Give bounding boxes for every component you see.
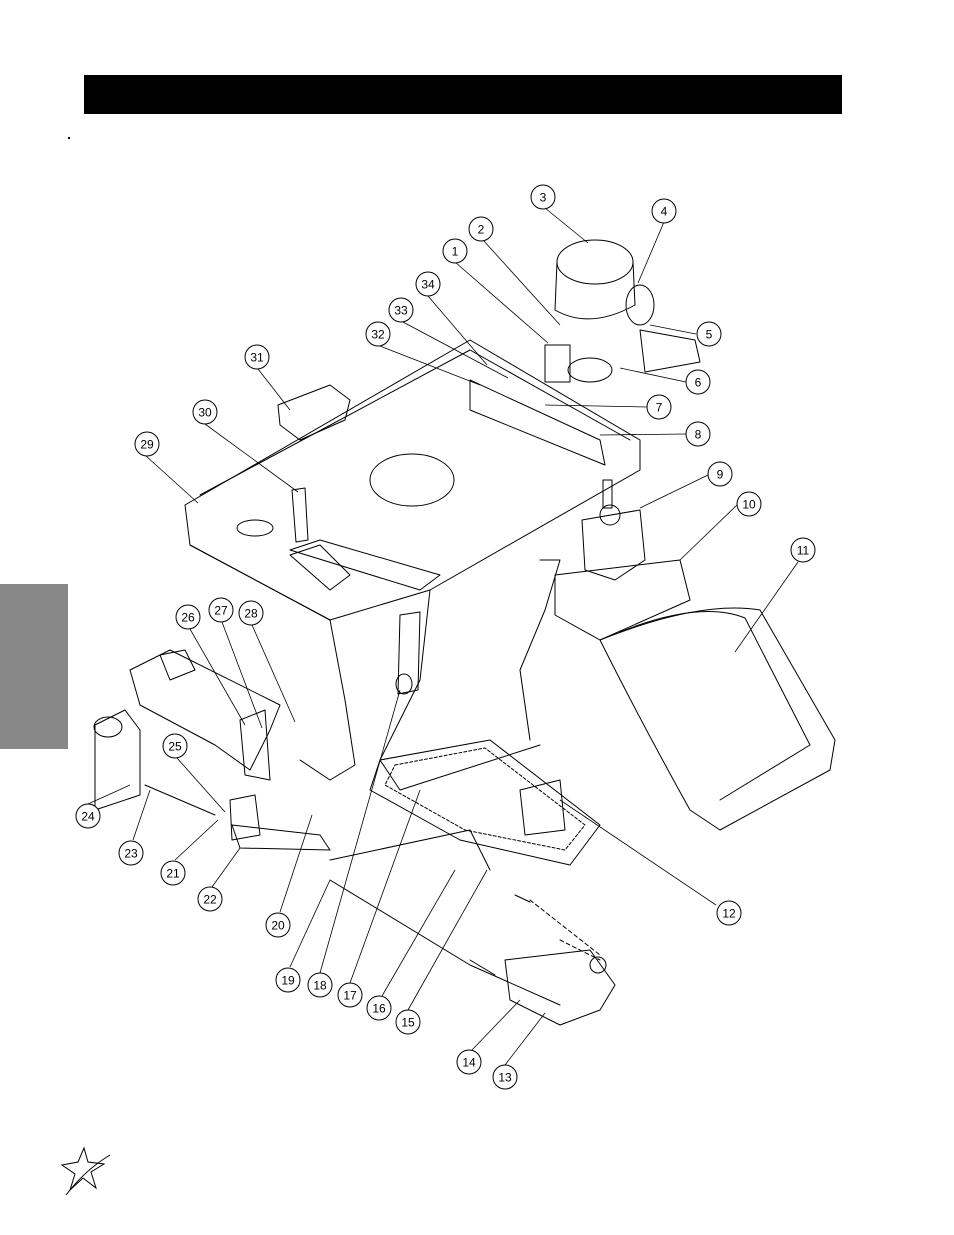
- callout-25-label: 25: [168, 740, 182, 754]
- callout-12: 12: [716, 900, 742, 926]
- lever: [289, 487, 351, 591]
- callout-32: 32: [365, 321, 391, 347]
- callout-31-label: 31: [250, 351, 264, 365]
- control-assembly-top: [544, 239, 701, 383]
- callout-34-label: 34: [421, 278, 435, 292]
- callout-9: 9: [707, 461, 733, 487]
- bracket: [277, 384, 351, 441]
- callout-8: 8: [685, 421, 711, 447]
- callout-14-label: 14: [462, 1056, 476, 1070]
- callout-27-label: 27: [214, 604, 228, 618]
- callout-2-label: 2: [478, 223, 485, 237]
- callout-19: 19: [275, 967, 301, 993]
- callout-11: 11: [790, 537, 816, 563]
- callout-31: 31: [244, 344, 270, 370]
- left-linkage: [93, 649, 331, 851]
- callout-15: 15: [395, 1009, 421, 1035]
- callout-28-label: 28: [244, 607, 258, 621]
- callout-15-label: 15: [401, 1016, 415, 1030]
- callout-7-label: 7: [656, 401, 663, 415]
- star-swoosh-logo-icon: [60, 1146, 111, 1196]
- corner-tick-mark: [68, 137, 70, 139]
- callout-7: 7: [646, 394, 672, 420]
- callout-24: 24: [75, 803, 101, 829]
- callout-23: 23: [118, 840, 144, 866]
- latch: [395, 611, 421, 695]
- callout-1: 1: [442, 238, 468, 264]
- header-bar: [84, 75, 842, 114]
- callout-24-label: 24: [81, 810, 95, 824]
- callout-16: 16: [366, 995, 392, 1021]
- callout-19-label: 19: [281, 974, 295, 988]
- body-deck: [184, 339, 641, 791]
- callout-17-label: 17: [343, 989, 357, 1003]
- callout-20-label: 20: [271, 919, 285, 933]
- gearbox: [581, 479, 646, 581]
- callout-21: 21: [160, 860, 186, 886]
- callout-1-label: 1: [452, 245, 459, 259]
- bolt: [519, 779, 566, 836]
- callout-11-label: 11: [797, 544, 810, 558]
- callout-30-label: 30: [198, 406, 212, 420]
- section-side-tab: [0, 584, 68, 749]
- callout-5: 5: [696, 321, 722, 347]
- callout-18: 18: [307, 972, 333, 998]
- callout-16-label: 16: [372, 1002, 386, 1016]
- callout-33-label: 33: [394, 304, 408, 318]
- callout-23-label: 23: [124, 847, 138, 861]
- callout-34: 34: [415, 271, 441, 297]
- callout-3: 3: [530, 184, 556, 210]
- callout-33: 33: [388, 297, 414, 323]
- callout-13-label: 13: [498, 1071, 512, 1085]
- callout-18-label: 18: [313, 979, 327, 993]
- callout-17: 17: [337, 982, 363, 1008]
- callout-20: 20: [265, 912, 291, 938]
- callout-13: 13: [492, 1064, 518, 1090]
- callout-29: 29: [134, 431, 160, 457]
- floor-pan: [369, 739, 601, 866]
- callout-5-label: 5: [706, 328, 713, 342]
- callout-6-label: 6: [695, 376, 702, 390]
- callout-2: 2: [468, 216, 494, 242]
- callout-25: 25: [162, 733, 188, 759]
- leader-lines: [87, 207, 799, 1066]
- lower-linkage: [504, 899, 616, 1026]
- callout-29-label: 29: [140, 438, 154, 452]
- callout-14: 14: [456, 1049, 482, 1075]
- callout-26: 26: [175, 604, 201, 630]
- callout-4-label: 4: [661, 205, 668, 219]
- callout-30: 30: [192, 399, 218, 425]
- callout-group: 1 2 3 4 5 6 7 8 9 10 11 12 13 14 15 16 1…: [75, 184, 816, 1090]
- callout-12-label: 12: [722, 907, 736, 921]
- callout-27: 27: [208, 597, 234, 623]
- callout-3-label: 3: [540, 191, 547, 205]
- callout-21-label: 21: [166, 867, 180, 881]
- callout-6: 6: [685, 369, 711, 395]
- callout-10-label: 10: [742, 498, 756, 512]
- callout-32-label: 32: [371, 328, 385, 342]
- callout-28: 28: [238, 600, 264, 626]
- rear-fender: [519, 559, 836, 831]
- callout-4: 4: [651, 198, 677, 224]
- callout-8-label: 8: [695, 428, 702, 442]
- rods-and-cables: [144, 784, 561, 1006]
- callout-22: 22: [197, 886, 223, 912]
- callout-9-label: 9: [717, 468, 724, 482]
- callout-10: 10: [736, 491, 762, 517]
- callout-26-label: 26: [181, 611, 195, 625]
- callout-22-label: 22: [203, 893, 217, 907]
